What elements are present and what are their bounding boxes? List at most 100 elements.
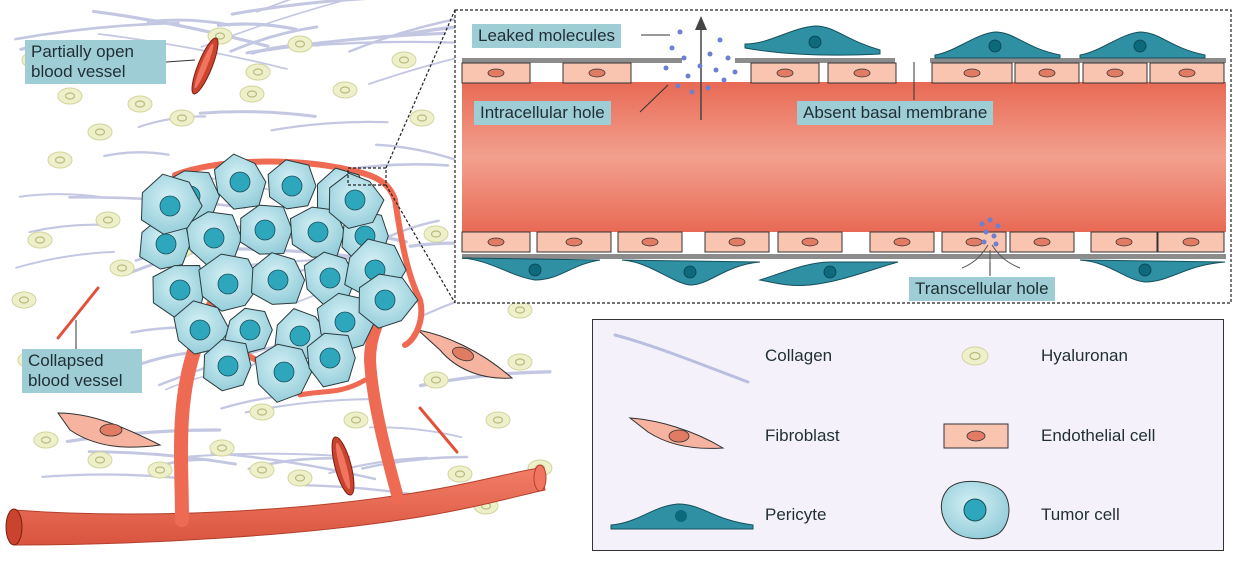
label-transcellular-hole: Transcellular hole (909, 277, 1055, 301)
molecule-dot (981, 239, 987, 245)
collagen-fiber (245, 31, 447, 55)
zoom-connector-top (385, 9, 456, 169)
collagen-fiber (216, 22, 298, 31)
endothelial-cell (536, 231, 612, 253)
molecule-dot (979, 221, 985, 227)
molecule-dot (681, 55, 687, 61)
endothelial-cell (1090, 231, 1158, 253)
hyaluronan-particle (33, 431, 59, 449)
endothelial-cell (562, 62, 632, 84)
hyaluronan-particle (47, 151, 73, 169)
legend-label-pericyte: Pericyte (765, 505, 827, 524)
leaked-molecule-dots (663, 29, 738, 95)
molecule-dot (663, 65, 669, 71)
endothelial-cell (461, 231, 531, 253)
molecule-dot (689, 89, 695, 95)
hyaluronan-particle (332, 81, 358, 99)
collagen-fiber (188, 452, 351, 458)
legend-label-hyaluronan: Hyaluronan (1041, 346, 1128, 365)
endothelial-cell (461, 62, 531, 84)
endothelial-cells-bottom (461, 231, 1225, 253)
collagen-fiber (92, 9, 270, 48)
molecule-dot (713, 67, 719, 73)
collagen-fiber (198, 110, 317, 118)
molecule-dot (675, 83, 681, 89)
molecule-dot (983, 229, 989, 235)
zoom-connector-bottom (385, 184, 456, 304)
hyaluronan-particle (447, 465, 473, 483)
hyaluronan-particle (287, 469, 313, 487)
hyaluronan-particle (391, 51, 417, 69)
molecule-dot (732, 69, 738, 75)
collagen-fiber (103, 151, 170, 158)
hyaluronan-particle (485, 411, 511, 429)
molecule-dot (705, 85, 711, 91)
molecule-dot (995, 223, 1001, 229)
hyaluronan-particle (147, 461, 173, 479)
hyaluronan-particle (287, 35, 313, 53)
molecule-dot (707, 51, 713, 57)
label-partially-open-blood-vessel: Partially open blood vessel (25, 40, 166, 84)
hyaluronan-particle (423, 225, 449, 243)
molecule-dot (685, 73, 691, 79)
endothelial-cell (941, 231, 1007, 253)
tumor-cell (267, 159, 317, 210)
tumor-cell (173, 300, 231, 355)
hyaluronan-particle (245, 63, 271, 81)
legend: Collagen Fibroblast Pericyte Hyaluronan … (592, 319, 1224, 551)
molecule-dot (697, 63, 703, 69)
endothelial-cell (1157, 231, 1225, 253)
collagen-fiber (230, 0, 368, 16)
zoom-region-marker (347, 167, 387, 186)
hyaluronan-particle (127, 95, 153, 113)
hyaluronan-particle (239, 85, 265, 103)
collapsed-blood-vessel-2 (418, 406, 459, 454)
tumor-cell (203, 339, 252, 392)
collagen-fiber (348, 16, 463, 53)
fibroblast-cell (416, 329, 514, 379)
fibroblast-legend-icon (628, 417, 725, 449)
tumor-cell (251, 252, 306, 305)
collagen-fiber (15, 250, 115, 269)
hyaluronan-particle (95, 211, 121, 229)
label-leaked-molecules: Leaked molecules (472, 24, 622, 48)
collagen-fiber (14, 21, 180, 41)
tumor-cell (140, 173, 203, 235)
hyaluronan-particle (343, 411, 369, 429)
collagen-fiber (87, 450, 237, 466)
main-blood-vessel (5, 464, 547, 546)
legend-label-collagen: Collagen (765, 346, 833, 365)
partially-open-blood-vessel (191, 37, 219, 95)
hyaluronan-particle (169, 109, 195, 127)
collagen-fiber (210, 451, 377, 481)
tumor-cell (306, 332, 356, 388)
hyaluronan-particle (409, 109, 435, 127)
collagen-fiber (97, 33, 288, 70)
collagen-fiber (375, 143, 460, 162)
endothelial-cell (704, 231, 770, 253)
endothelial-cell (1014, 62, 1080, 84)
label-line: blood vessel (28, 371, 123, 390)
molecule-dot (677, 29, 683, 35)
molecule-dot (669, 45, 675, 51)
collagen-fiber (270, 120, 389, 132)
molecule-dot (721, 77, 727, 83)
endothelial-cell (750, 62, 820, 84)
label-intracellular-hole: Intracellular hole (474, 101, 611, 125)
transcellular-molecule-dots (979, 217, 1001, 247)
label-line: blood vessel (31, 62, 126, 81)
collagen-fiber (229, 25, 319, 53)
tumor-cell (254, 343, 313, 403)
hyaluronan-particle (507, 301, 533, 319)
endothelial-cell (931, 62, 1013, 84)
tumor-cell (358, 273, 419, 329)
collapsed-blood-vessel (56, 286, 100, 340)
endothelial-cell (617, 231, 683, 253)
hyaluronan-particle (57, 87, 83, 105)
molecule-dot (987, 217, 993, 223)
fibroblast-cell (57, 412, 162, 448)
tumor-cell (198, 253, 261, 312)
hyaluronan-particle (249, 461, 275, 479)
molecule-dot (717, 37, 723, 43)
collagen-legend-icon (613, 333, 750, 384)
